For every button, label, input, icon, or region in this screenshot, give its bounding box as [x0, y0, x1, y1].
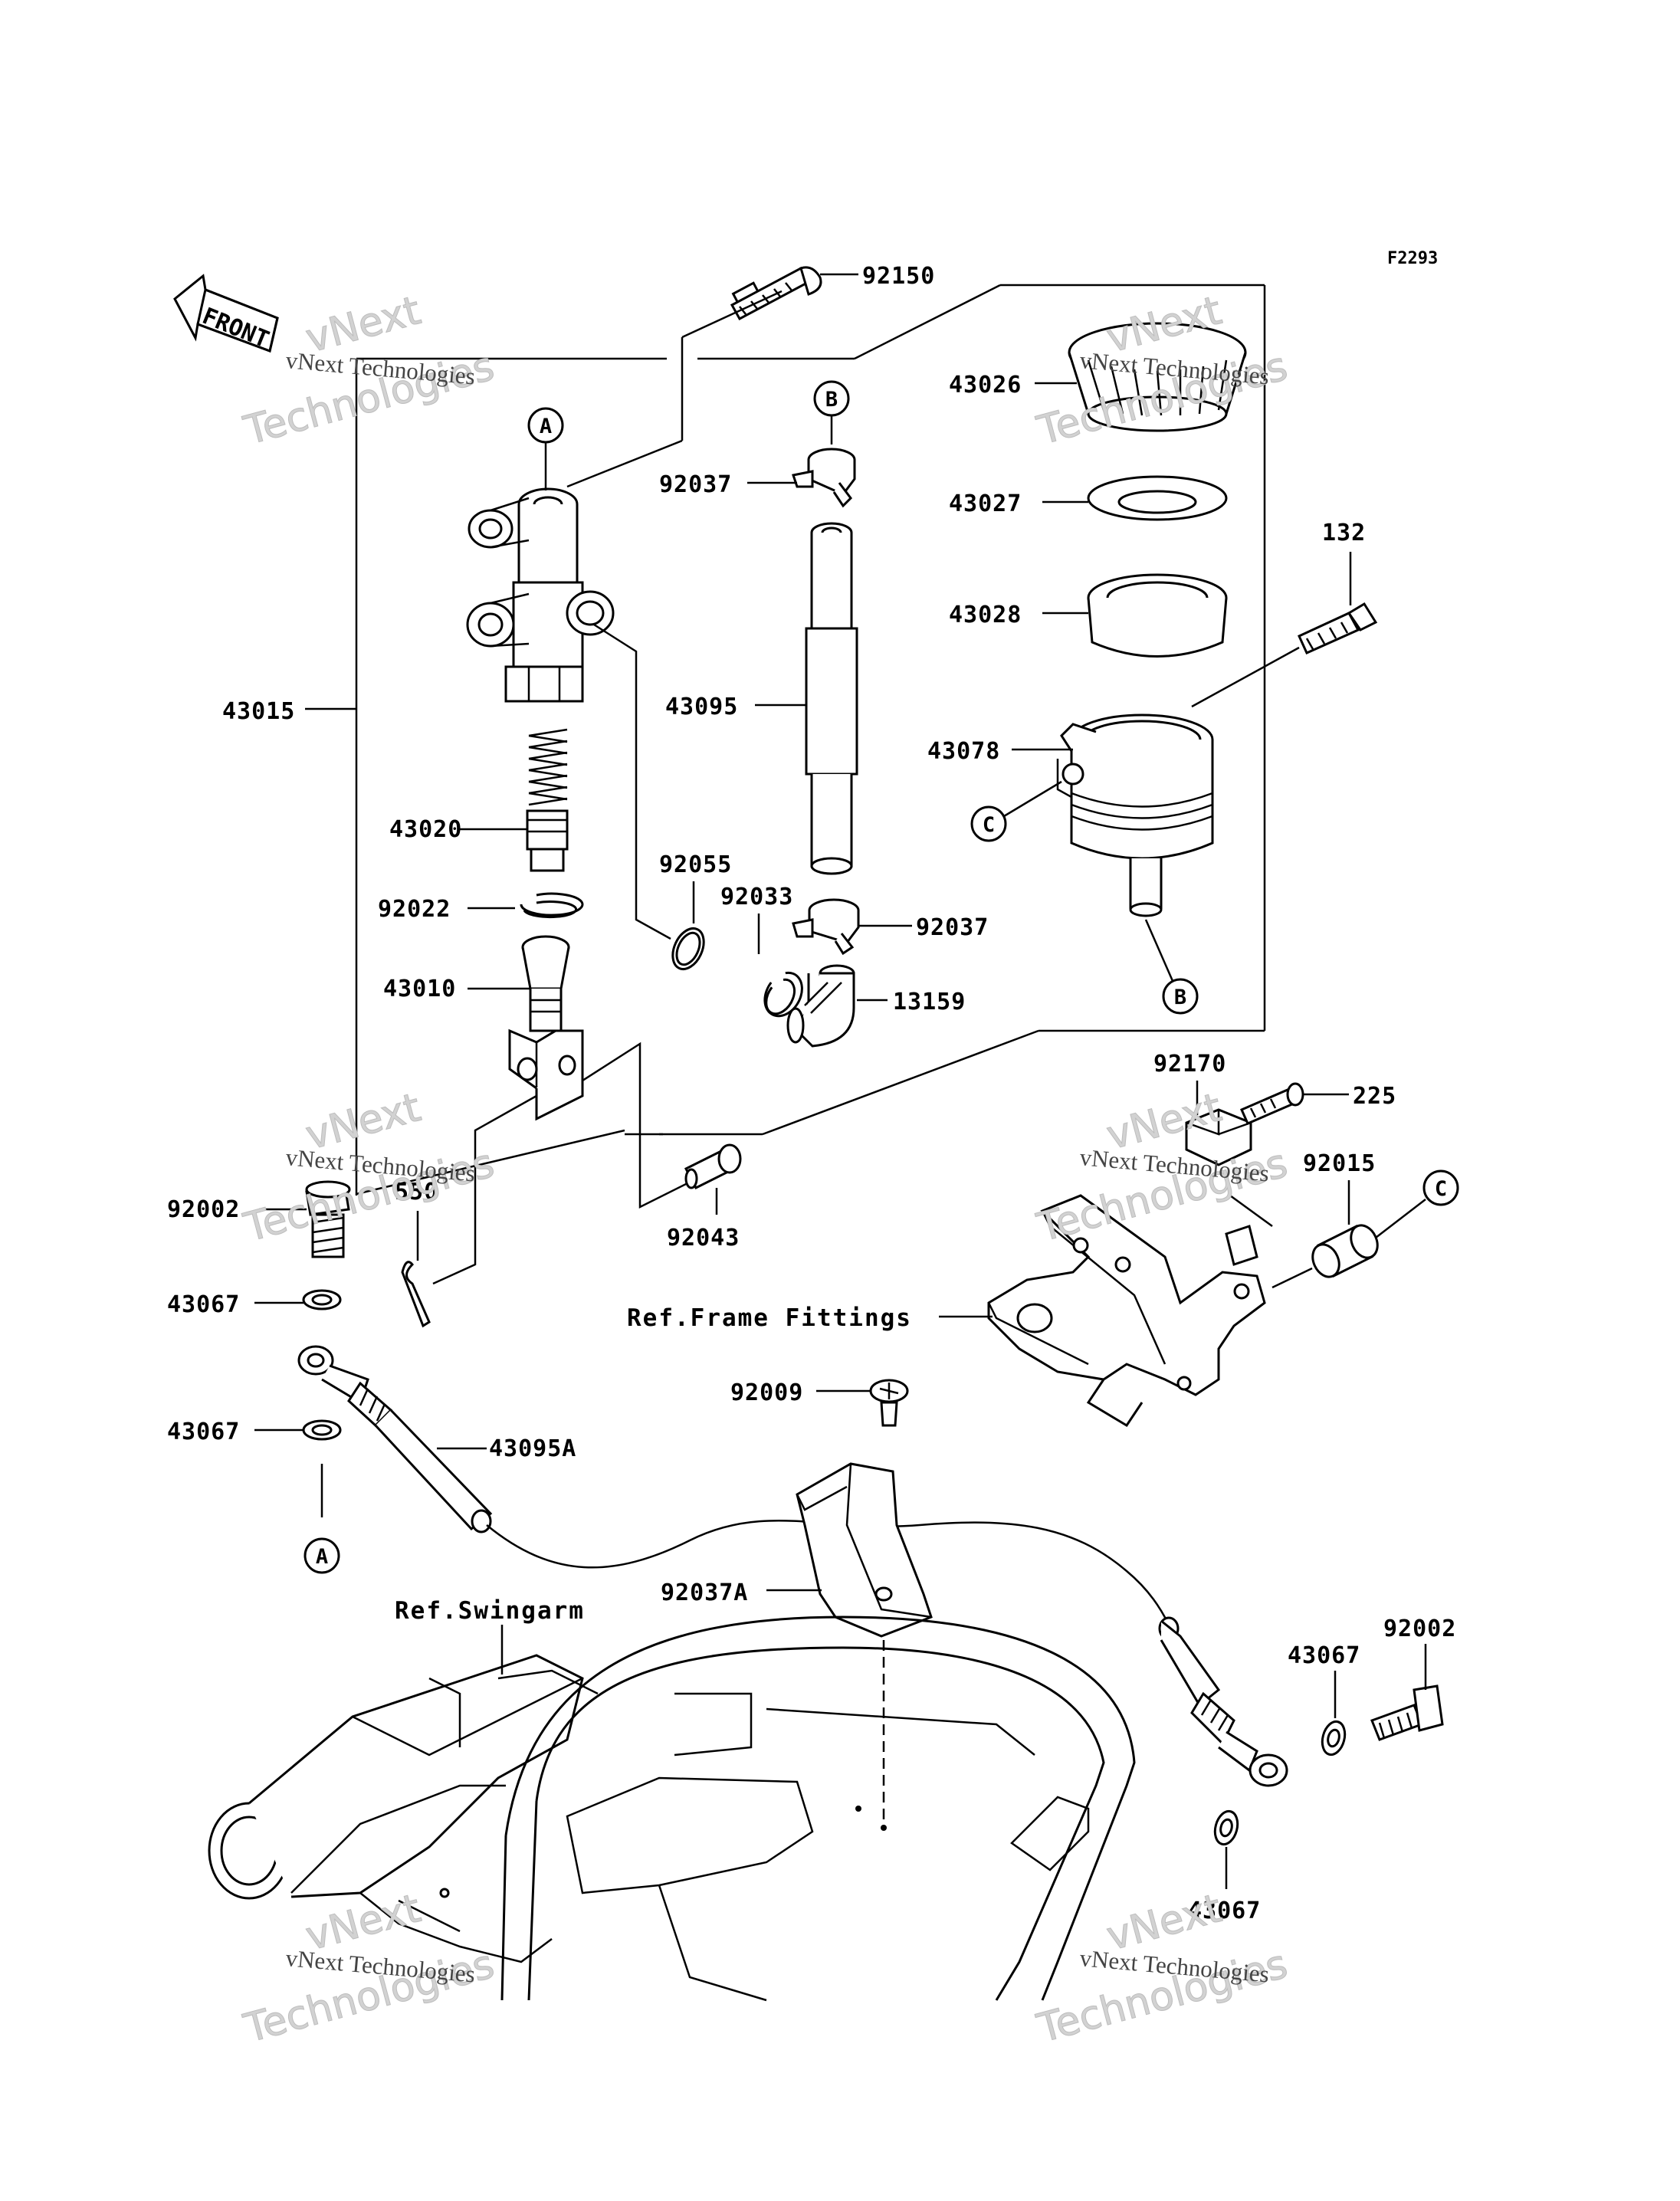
- frame-fitting-bracket: [939, 1194, 1273, 1428]
- label-43027: 43027: [949, 490, 1022, 517]
- label-225: 225: [1353, 1083, 1396, 1110]
- label-43010: 43010: [383, 976, 456, 1002]
- label-92037A: 92037A: [661, 1579, 748, 1606]
- watermark-bottom-left: vNext Technologies vNext Technologies: [238, 1885, 499, 2053]
- part-43028-diaphragm: [1042, 573, 1228, 658]
- label-43015: 43015: [222, 698, 295, 725]
- label-92033: 92033: [720, 884, 793, 910]
- label-43067-b: 43067: [167, 1419, 240, 1445]
- part-43067-washer-d: [1213, 1809, 1239, 1889]
- part-43067-washer-c: [1321, 1671, 1347, 1757]
- label-43026: 43026: [949, 372, 1022, 399]
- label-43020: 43020: [389, 816, 462, 843]
- part-43067-washer-b: [254, 1419, 342, 1517]
- part-43020-spring: [460, 728, 569, 872]
- label-43067-a: 43067: [167, 1291, 240, 1318]
- label-43095: 43095: [665, 694, 738, 720]
- label-43078: 43078: [927, 738, 1000, 765]
- figure-code: F2293: [1387, 249, 1438, 268]
- svg-text:B: B: [825, 388, 838, 412]
- label-92037-bottom: 92037: [916, 914, 989, 941]
- part-92033-circlip: [757, 914, 803, 1018]
- watermark-mid-left: vNext Technologies vNext Technologies: [238, 1084, 499, 1252]
- part-43027-diaphragm-plate: [1042, 475, 1228, 521]
- hose-right-end: [1158, 1616, 1288, 1787]
- part-13159-elbow-fitting: [786, 964, 888, 1048]
- watermark-top-left: vNext Technologies vNext Technologies: [238, 287, 499, 455]
- label-92022: 92022: [378, 896, 451, 923]
- label-92002-left: 92002: [167, 1196, 240, 1223]
- label-92043: 92043: [667, 1225, 740, 1251]
- label-92055: 92055: [659, 851, 732, 878]
- callout-a-top: A: [527, 407, 564, 490]
- callout-a-bottom: A: [304, 1537, 340, 1574]
- label-92015: 92015: [1303, 1150, 1376, 1177]
- label-92150: 92150: [862, 263, 935, 290]
- part-43095-reservoir-hose: [755, 522, 858, 875]
- svg-text:C: C: [983, 813, 995, 837]
- ref-label-swingarm: Ref.Swingarm: [395, 1597, 585, 1625]
- label-43067-d: 43067: [1188, 1898, 1261, 1924]
- callout-b-top: B: [813, 380, 850, 444]
- label-43067-c: 43067: [1288, 1642, 1360, 1669]
- svg-text:A: A: [540, 415, 552, 438]
- label-92009: 92009: [730, 1379, 803, 1406]
- label-132: 132: [1322, 520, 1366, 546]
- front-arrow-icon: FRONT: [173, 274, 279, 353]
- label-550: 550: [395, 1179, 438, 1205]
- swingarm-drawing: [208, 1615, 1136, 2002]
- part-92022-circlip: [468, 892, 584, 919]
- part-92002-right-banjo-bolt: [1370, 1644, 1444, 1741]
- part-43026-reservoir-cap: [1035, 322, 1247, 432]
- label-92170: 92170: [1153, 1051, 1226, 1078]
- part-92015-collar: [1271, 1180, 1426, 1289]
- svg-text:A: A: [316, 1545, 328, 1569]
- label-92037-top: 92037: [659, 471, 732, 498]
- part-550-cotter-pin: [401, 1211, 431, 1328]
- svg-text:B: B: [1174, 986, 1186, 1009]
- part-92150-bolt: [566, 266, 858, 488]
- callout-c-left: C: [970, 780, 1062, 842]
- svg-text:C: C: [1435, 1177, 1447, 1201]
- callout-c-right: C: [1422, 1169, 1459, 1206]
- part-132-screw: [1191, 552, 1378, 708]
- part-92009-screw: [816, 1379, 909, 1427]
- part-43015-master-cylinder-body: [466, 487, 671, 940]
- label-43095A: 43095A: [489, 1435, 576, 1462]
- part-92037-hose-clamp-top: [747, 448, 856, 508]
- part-92002-left-banjo-bolt: [259, 1180, 351, 1258]
- part-225-bolt: [1240, 1082, 1349, 1125]
- assembly-bracket-lines: [305, 284, 1266, 1196]
- part-43067-washer-a: [254, 1289, 342, 1310]
- part-92170-clamp: [1185, 1081, 1252, 1166]
- part-92043-pin: [684, 1143, 742, 1215]
- part-92037-hose-clamp-bottom: [792, 898, 912, 956]
- label-13159: 13159: [893, 989, 966, 1015]
- label-92002-right: 92002: [1383, 1615, 1456, 1642]
- part-43010-piston-clevis: [432, 935, 694, 1285]
- ref-label-frame-fittings: Ref.Frame Fittings: [627, 1304, 912, 1332]
- part-92055-o-ring: [671, 881, 705, 970]
- part-92037A-hose-guide: [766, 1462, 933, 1824]
- callout-b-bottom: B: [1162, 978, 1199, 1015]
- label-43028: 43028: [949, 602, 1022, 628]
- part-43078-reservoir-body: [1012, 713, 1214, 982]
